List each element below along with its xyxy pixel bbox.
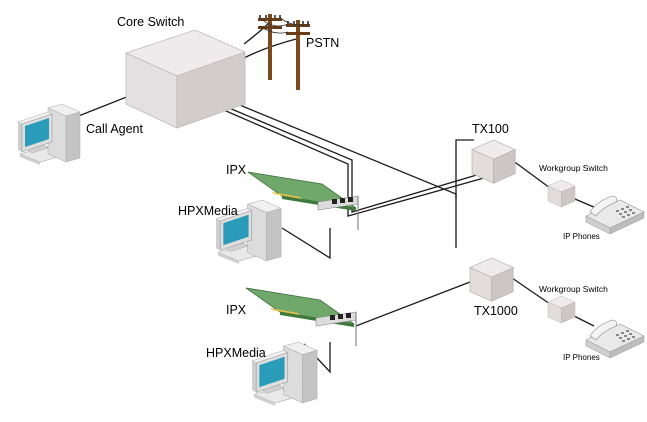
hpxmedia-top: HPXMedia bbox=[178, 199, 282, 265]
desktop-computer-icon bbox=[17, 103, 81, 166]
workgroup-switch-bottom-label: Workgroup Switch bbox=[539, 284, 608, 294]
switch-box-icon bbox=[547, 295, 576, 324]
switch-box-icon bbox=[469, 257, 514, 302]
pstn-label: PSTN bbox=[306, 36, 339, 50]
pstn: PSTN bbox=[258, 14, 339, 90]
workgroup-switch-bottom: Workgroup Switch bbox=[539, 284, 608, 324]
workgroup-switch-top: Workgroup Switch bbox=[539, 163, 608, 208]
ipx-top-label: IPX bbox=[226, 163, 247, 177]
tx100-label: TX100 bbox=[472, 122, 509, 136]
switch-box-icon bbox=[547, 179, 576, 208]
ipx-card-bottom: IPX bbox=[226, 287, 357, 347]
wire-tx100-link bbox=[455, 139, 474, 198]
switch-box-icon bbox=[471, 139, 516, 184]
tx1000-label: TX1000 bbox=[474, 304, 518, 318]
hpxmedia-bottom: HPXMedia bbox=[206, 341, 318, 407]
utility-pole-icon bbox=[258, 14, 310, 90]
wire-pstn-core-1 bbox=[243, 21, 271, 45]
core-switch-label: Core Switch bbox=[117, 15, 184, 29]
ipx-card-top: IPX bbox=[226, 163, 359, 231]
wire-tx100-wgs bbox=[511, 159, 551, 189]
wire-core-ipx-1 bbox=[207, 98, 481, 213]
call-agent-label: Call Agent bbox=[86, 122, 144, 136]
tx100: TX100 bbox=[471, 122, 516, 184]
hpxmedia-top-label: HPXMedia bbox=[178, 204, 238, 218]
wire-core-ipx-2 bbox=[209, 103, 485, 217]
core-switch: Core Switch bbox=[117, 15, 247, 129]
call-agent: Call Agent bbox=[17, 103, 144, 166]
ip-phones-top-label: IP Phones bbox=[563, 232, 600, 241]
workgroup-switch-top-label: Workgroup Switch bbox=[539, 163, 608, 173]
ipx-bottom-label: IPX bbox=[226, 303, 247, 317]
tx1000: TX1000 bbox=[469, 257, 518, 318]
wire-ipx-tx1000 bbox=[355, 281, 471, 327]
ip-phone-top: IP Phones bbox=[563, 195, 645, 241]
ip-phone-bottom: IP Phones bbox=[563, 319, 645, 362]
hpxmedia-bottom-label: HPXMedia bbox=[206, 346, 266, 360]
pci-card-icon bbox=[245, 287, 357, 347]
switch-box-icon bbox=[124, 29, 247, 129]
wire-tx1000-wgs bbox=[511, 277, 551, 305]
wire-ipx-hpx-top bbox=[281, 227, 331, 260]
telephone-icon bbox=[585, 195, 645, 235]
ip-phones-bottom-label: IP Phones bbox=[563, 353, 600, 362]
